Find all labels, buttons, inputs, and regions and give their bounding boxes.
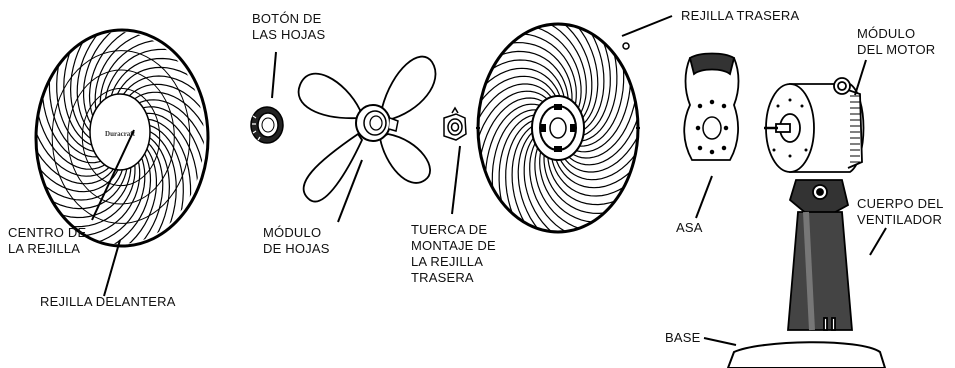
leader-lines (91, 15, 887, 346)
label-mount-nut: TUERCA DE MONTAJE DE LA REJILLA TRASERA (411, 222, 496, 285)
blade-module (297, 55, 437, 203)
label-motor-module: MÓDULO DEL MOTOR (857, 26, 936, 57)
mounting-nut (443, 106, 467, 141)
blade-button (250, 106, 284, 144)
label-rear-grille: REJILLA TRASERA (681, 8, 800, 23)
handle (683, 52, 740, 161)
label-base: BASE (665, 330, 701, 345)
fan-body (787, 179, 853, 331)
label-handle: ASA (676, 220, 703, 235)
motor-module (764, 77, 865, 173)
label-blade-button: BOTÓN DE LAS HOJAS (252, 11, 326, 42)
label-fan-body: CUERPO DEL VENTILADOR (857, 196, 944, 227)
rear-grille (476, 22, 640, 234)
brand-logo: Duracraft (105, 130, 136, 138)
label-front-grille: REJILLA DELANTERA (40, 294, 176, 309)
label-grille-center: CENTRO DE LA REJILLA (8, 225, 87, 256)
label-blade-module: MÓDULO DE HOJAS (263, 225, 330, 256)
front-grille (34, 28, 210, 248)
fan-base (726, 341, 887, 368)
